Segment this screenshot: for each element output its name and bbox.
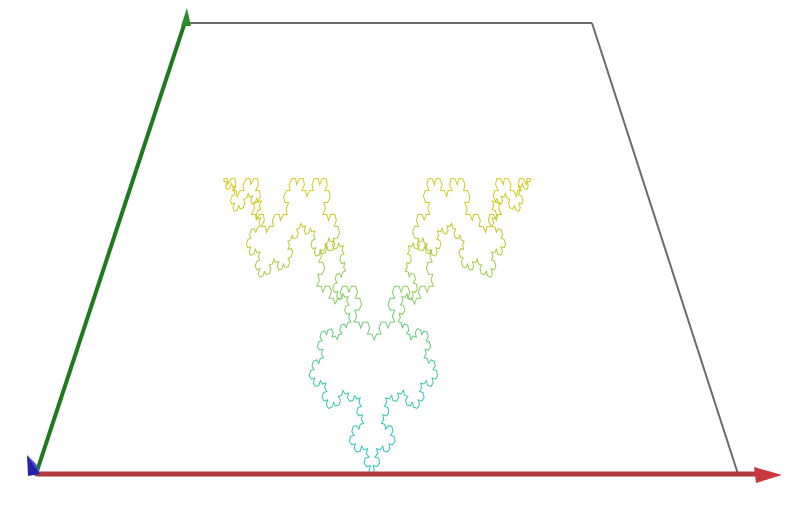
fractal-segment [245, 225, 261, 256]
fractal-segment [513, 178, 532, 199]
fractal-segment [391, 285, 422, 306]
fractal-segment [224, 180, 237, 205]
koch-fractal-curve [223, 178, 532, 475]
fractal-segment [363, 448, 381, 475]
plane-frame [186, 22, 739, 475]
fractal-segment [331, 389, 355, 408]
fractal-segment [462, 178, 481, 222]
fractal-segment [324, 236, 345, 256]
fractal-segment [316, 328, 334, 355]
fractal-segment [353, 395, 365, 431]
fractal-segment [253, 247, 266, 278]
fractal-segment [397, 292, 414, 322]
fractal-segment [232, 191, 254, 213]
fractal-segment [250, 196, 262, 227]
fractal-segment [322, 184, 337, 227]
fractal-segment [492, 178, 514, 203]
fractal-segment [353, 309, 382, 342]
fractal-segment [436, 178, 463, 199]
fractal-segment [301, 178, 328, 199]
fractal-segment [380, 402, 394, 436]
fractal-segment [334, 285, 363, 311]
fractal-segment [332, 288, 350, 315]
fractal-segment [479, 251, 497, 278]
fractal-segment [315, 379, 333, 410]
fractal-segment [223, 178, 226, 183]
fractal-segment [515, 182, 528, 213]
fractal-segment [460, 257, 483, 271]
fractal-segment [436, 221, 454, 246]
fractal-segment [332, 255, 347, 290]
fractal-segment [385, 389, 409, 406]
fractal-segment [422, 178, 437, 221]
y-axis-arrow [34, 8, 191, 476]
fractal-segment [491, 198, 499, 234]
fractal-segment [420, 329, 432, 364]
x-axis-arrow [36, 467, 782, 483]
fractal-segment [420, 249, 435, 294]
fractal-segment [374, 434, 396, 459]
fractal-segment [308, 353, 325, 387]
fractal-segment [264, 257, 286, 276]
fractal-segment [348, 425, 368, 453]
fractal-segment [295, 221, 316, 238]
plane-right-edge [591, 22, 739, 475]
fractal-segment [285, 233, 298, 269]
fractal-segment [249, 178, 261, 221]
fractal-segment [412, 214, 429, 251]
fractal-segment [283, 178, 304, 215]
fractal-segment [478, 202, 503, 234]
fractal-segment [310, 235, 328, 257]
fractal-segment [406, 382, 425, 409]
fractal-segment [406, 239, 422, 265]
z-axis-arrow [27, 455, 40, 476]
fractal-segment [452, 227, 465, 259]
fractal-segment [423, 359, 439, 388]
fractal-segment [420, 236, 442, 257]
fractal-segment [378, 292, 396, 335]
fractal-segment [316, 262, 336, 305]
fractal-segment [255, 214, 284, 234]
fractal-segment [404, 262, 418, 297]
fractal-segment [318, 225, 341, 263]
fractal-segment [496, 191, 517, 211]
axes-triad [27, 8, 782, 483]
fractal-segment [331, 312, 352, 342]
fractal-segment [397, 321, 421, 342]
fractal-segment [491, 228, 507, 256]
